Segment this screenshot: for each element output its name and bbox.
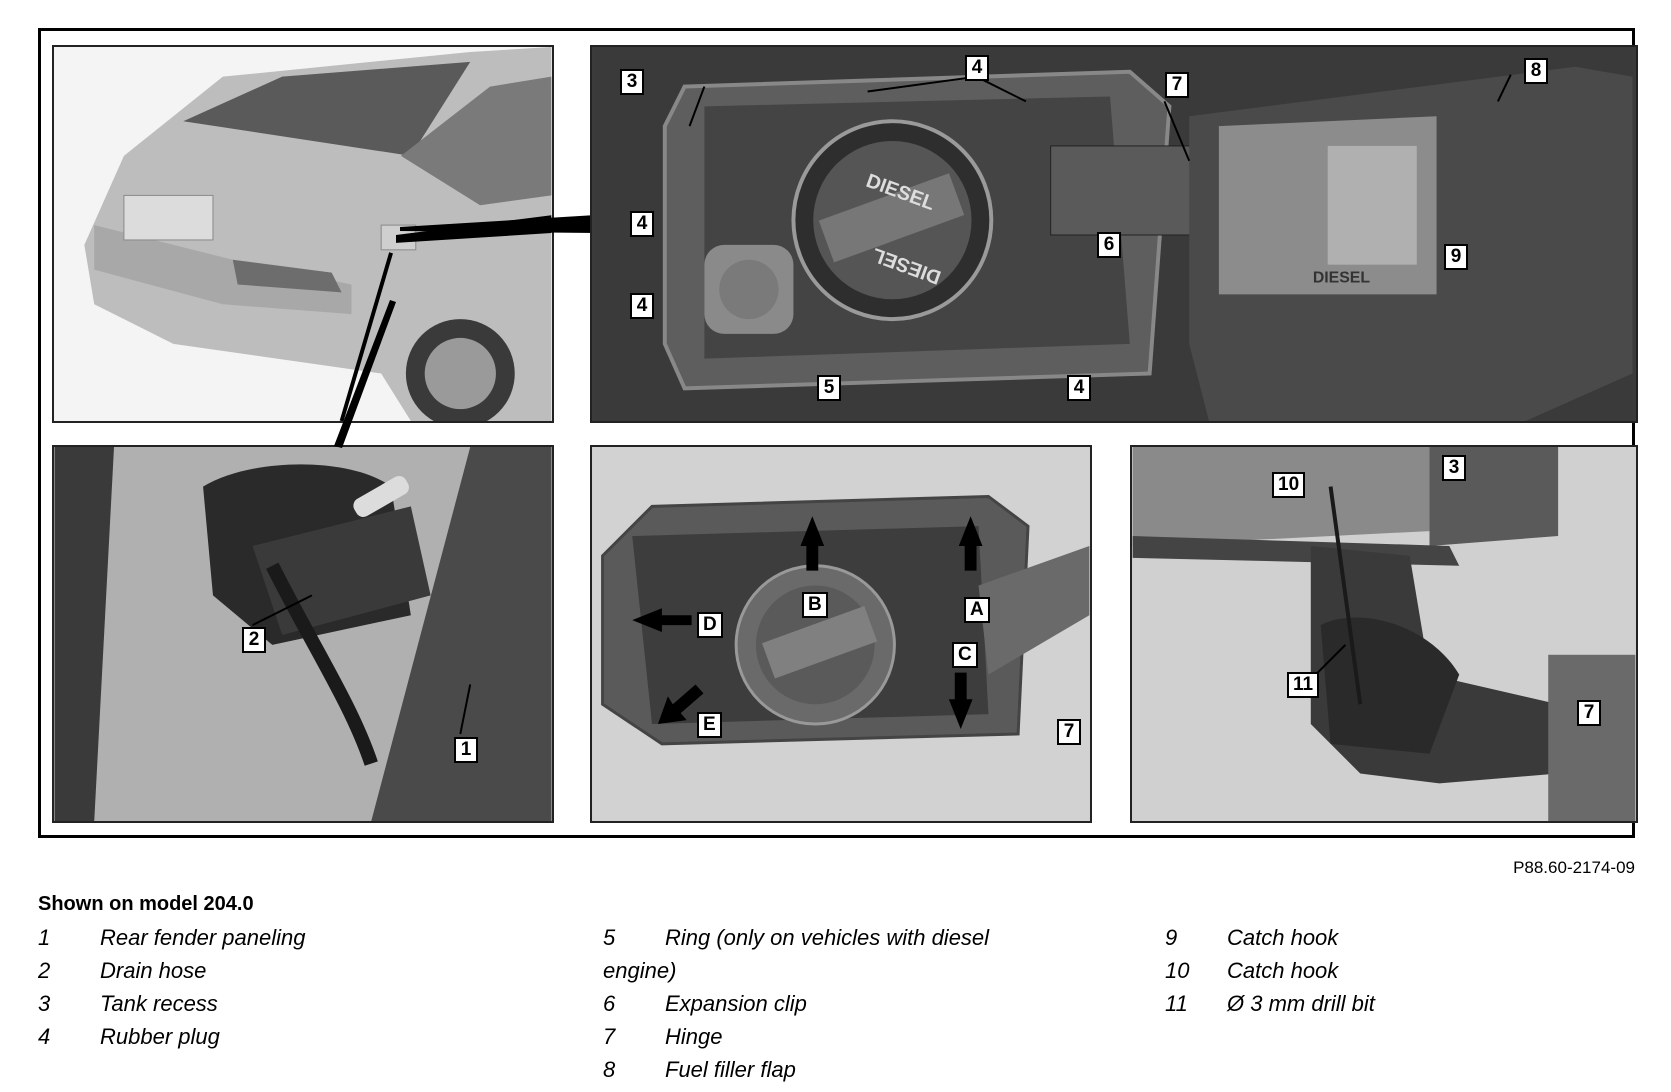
legend-text-continuation: engine) — [603, 958, 677, 983]
legend-number: 11 — [1165, 991, 1188, 1016]
figure-reference: P88.60-2174-09 — [1513, 858, 1635, 877]
legend-column-2: 5 Ring (only on vehicles with diesel eng… — [603, 925, 1123, 1090]
callout-5-ring: 5 — [817, 375, 841, 401]
callout-B: B — [802, 592, 828, 618]
legend-text: Catch hook — [1227, 925, 1339, 950]
callout-11-drill-bit: 11 — [1287, 672, 1320, 698]
legend-item: 7 Hinge — [603, 1024, 1123, 1057]
callout-6-expansion-clip: 6 — [1097, 232, 1121, 258]
legend-text: Rear fender paneling — [100, 925, 306, 950]
callout-C: C — [952, 642, 978, 668]
legend-item: 6 Expansion clip — [603, 991, 1123, 1024]
callout-3-tank-recess: 3 — [1442, 455, 1466, 481]
legend-number: 1 — [38, 925, 51, 950]
arrow-b — [800, 516, 825, 571]
callout-9-catch-hook: 9 — [1444, 244, 1468, 270]
hinge-detail-photo — [1132, 447, 1636, 821]
legend-item: 3 Tank recess — [38, 991, 558, 1024]
legend-number: 9 — [1165, 925, 1178, 950]
legend-item: 5 Ring (only on vehicles with diesel — [603, 925, 1123, 958]
callout-1-rear-fender-paneling: 1 — [454, 737, 478, 763]
panel-car-overview — [52, 45, 554, 423]
panel-drain-hose: 2 1 — [52, 445, 554, 823]
legend-text: Fuel filler flap — [665, 1057, 796, 1082]
drain-hose-photo — [54, 447, 552, 821]
callout-A: A — [964, 597, 990, 623]
panel-fuel-flap-open: DIESEL DIESEL DIESEL 3 4 7 8 4 6 9 4 5 4 — [590, 45, 1638, 423]
legend-text: Rubber plug — [100, 1024, 220, 1049]
callout-7-hinge: 7 — [1057, 719, 1081, 745]
callout-8-fuel-filler-flap: 8 — [1524, 58, 1548, 84]
callout-4-rubber-plug: 4 — [630, 293, 654, 319]
legend-column-3: 9 Catch hook 10 Catch hook 11 Ø 3 mm dri… — [1165, 925, 1625, 1024]
legend-number: 5 — [603, 925, 616, 950]
callout-7-hinge: 7 — [1577, 700, 1601, 726]
legend-column-1: 1 Rear fender paneling 2 Drain hose 3 Ta… — [38, 925, 558, 1057]
legend-number: 7 — [603, 1024, 616, 1049]
legend-text: Tank recess — [100, 991, 218, 1016]
legend-item: 9 Catch hook — [1165, 925, 1625, 958]
panel-removal-directions: B A D C E 7 — [590, 445, 1092, 823]
legend-item: 1 Rear fender paneling — [38, 925, 558, 958]
legend-item: 11 Ø 3 mm drill bit — [1165, 991, 1625, 1024]
legend-number: 8 — [603, 1057, 616, 1082]
arrow-d — [632, 608, 692, 633]
legend-text: Ø 3 mm drill bit — [1227, 991, 1375, 1016]
callout-4-rubber-plug: 4 — [1067, 375, 1091, 401]
arrow-c — [948, 672, 973, 729]
legend-number: 2 — [38, 958, 51, 983]
legend-item: 8 Fuel filler flap — [603, 1057, 1123, 1090]
arrow-a — [958, 516, 983, 571]
callout-3-tank-recess: 3 — [620, 69, 644, 95]
caption-title: Shown on model 204.0 — [38, 893, 254, 915]
legend-item: 4 Rubber plug — [38, 1024, 558, 1057]
callout-4-rubber-plug: 4 — [630, 211, 654, 237]
legend-item: 2 Drain hose — [38, 958, 558, 991]
legend-number: 4 — [38, 1024, 51, 1049]
callout-7-hinge: 7 — [1165, 72, 1189, 98]
legend-text: Expansion clip — [665, 991, 807, 1016]
callout-10-catch-hook: 10 — [1272, 472, 1306, 498]
arrow-e — [657, 684, 704, 725]
callout-E: E — [697, 712, 722, 738]
legend-text: Drain hose — [100, 958, 207, 983]
connector-line — [400, 215, 596, 233]
flap-removal-diagram — [592, 447, 1090, 821]
callout-2-drain-hose: 2 — [242, 627, 266, 653]
legend-item: 10 Catch hook — [1165, 958, 1625, 991]
car-illustration — [54, 47, 552, 421]
connector-line-lower — [334, 300, 396, 448]
legend-text: Ring (only on vehicles with diesel — [665, 925, 990, 950]
legend-number: 6 — [603, 991, 616, 1016]
legend-text: Catch hook — [1227, 958, 1339, 983]
panel-hinge-detail: 10 3 11 7 — [1130, 445, 1638, 823]
callout-D: D — [697, 612, 723, 638]
legend-text: Hinge — [665, 1024, 723, 1049]
legend-number: 10 — [1165, 958, 1190, 983]
flap-label: DIESEL — [1313, 269, 1370, 286]
callout-4-rubber-plug: 4 — [965, 55, 989, 81]
legend-number: 3 — [38, 991, 51, 1016]
